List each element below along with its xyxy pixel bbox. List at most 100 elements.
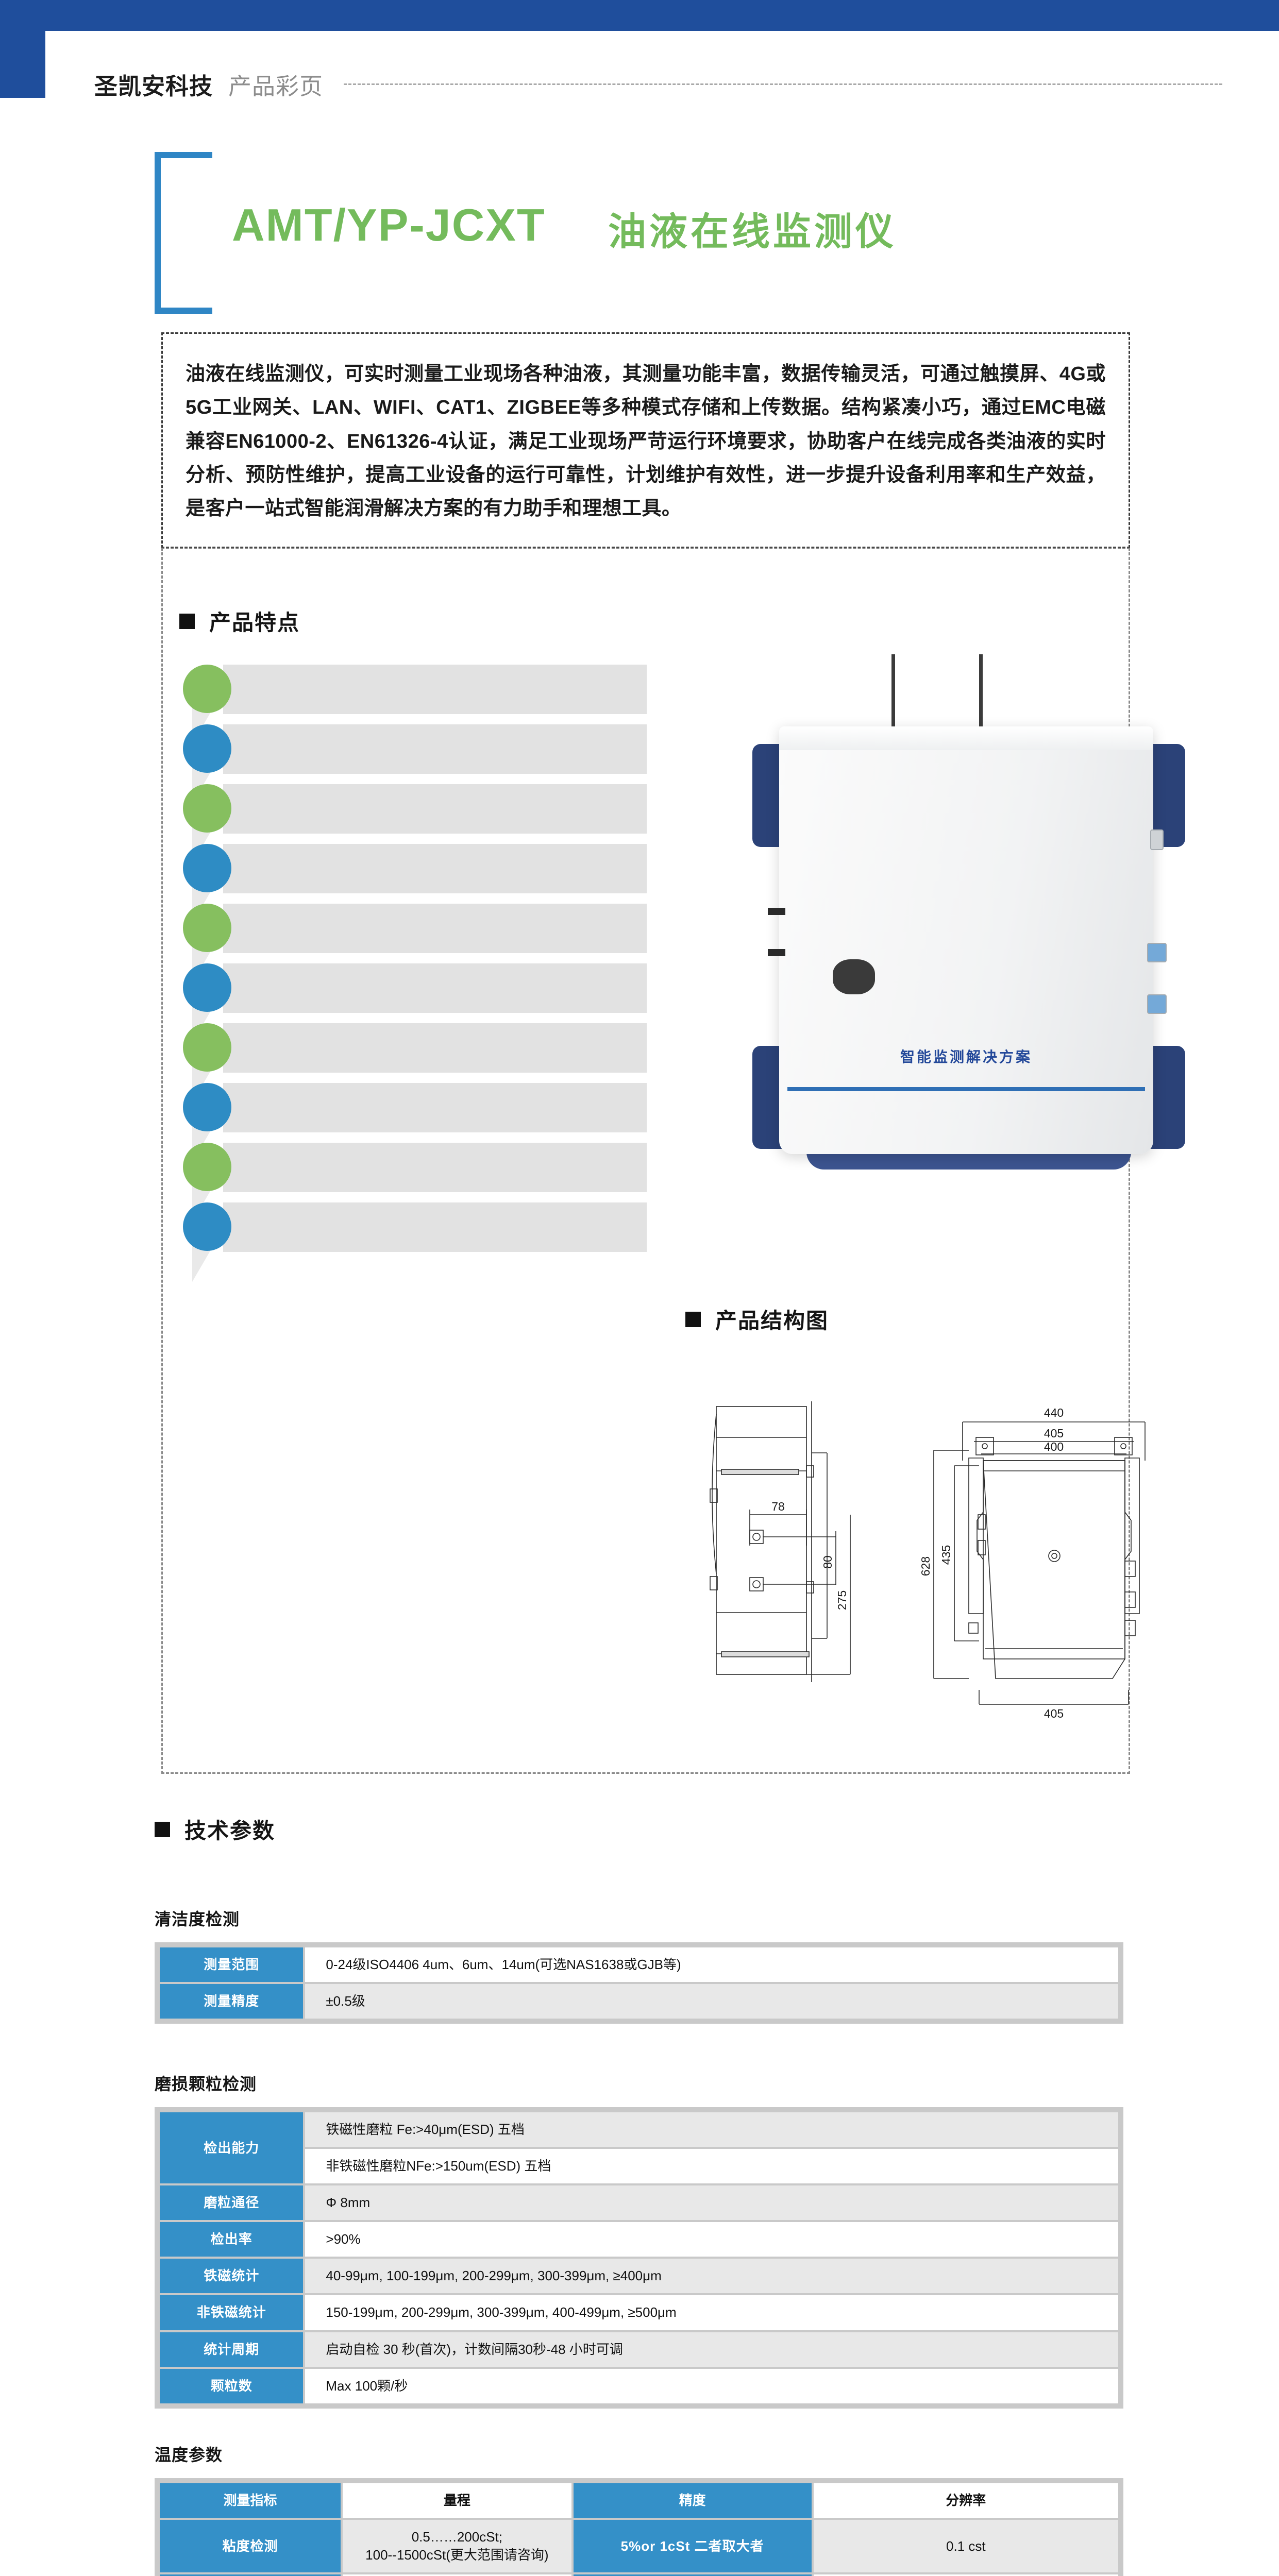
device-latch-knob	[833, 959, 875, 994]
page-header: 圣凯安科技 产品彩页	[0, 61, 1279, 107]
table-row: 检出率>90%	[160, 2222, 1118, 2257]
brand-subtitle: 产品彩页	[228, 73, 324, 99]
feature-body	[223, 844, 647, 893]
device-enclosure: 智能监测解决方案	[779, 726, 1153, 1154]
row-value: 150-199μm, 200-299μm, 300-399μm, 400-499…	[305, 2295, 1118, 2330]
feature-item	[183, 665, 647, 744]
dim-440: 440	[1044, 1406, 1064, 1419]
feature-item	[183, 963, 647, 1043]
column-header: 分辨率	[813, 2483, 1118, 2518]
table-row: 测量精度±0.5级	[160, 1984, 1118, 2019]
feature-number-badge	[183, 844, 231, 892]
column-header: 测量指标	[160, 2483, 341, 2518]
feature-number-badge	[183, 724, 231, 773]
dim-80: 80	[821, 1555, 834, 1569]
feature-number-badge	[183, 963, 231, 1012]
row-value: Φ 8mm	[305, 2185, 1118, 2221]
row-value: 0-24级ISO4406 4um、6um、14um(可选NAS1638或GJB等…	[305, 1947, 1118, 1982]
row-resolution: 0.1 kg.m3	[813, 2574, 1118, 2576]
row-value: 铁磁性磨粒 Fe:>40μm(ESD) 五档	[305, 2112, 1118, 2147]
brand-name: 圣凯安科技	[94, 73, 213, 99]
structure-drawing-svg: 440 405 400 405 78 628 435 80 275	[710, 1401, 1146, 1720]
dim-400: 400	[1044, 1440, 1064, 1453]
title-bracket-decoration	[155, 152, 337, 314]
feature-number-badge	[183, 1143, 231, 1191]
features-content-frame	[161, 548, 1130, 1774]
row-key: 检出能力	[160, 2112, 304, 2184]
feature-body	[223, 784, 647, 834]
table-row: 非铁磁性磨粒NFe:>150um(ESD) 五档	[160, 2149, 1118, 2184]
product-description-box: 油液在线监测仪，可实时测量工业现场各种油液，其测量功能丰富，数据传输灵活，可通过…	[161, 332, 1130, 548]
feature-item	[183, 1202, 647, 1282]
dim-275: 275	[835, 1590, 849, 1610]
wear-table-label: 磨损颗粒检测	[155, 2075, 257, 2093]
feature-body	[223, 1202, 647, 1252]
product-model: AMT/YP-JCXT	[232, 199, 546, 250]
dim-628: 628	[919, 1556, 932, 1576]
tech-section-heading: 技术参数	[155, 1814, 275, 1845]
table-row: 密度检测600……1250 kg.m32%or 5kg.m3 二者取大值0.1 …	[160, 2574, 1118, 2576]
table-row: 统计周期启动自检 30 秒(首次)，计数间隔30秒-48 小时可调	[160, 2332, 1118, 2367]
table-row: 检出能力铁磁性磨粒 Fe:>40μm(ESD) 五档	[160, 2112, 1118, 2184]
column-header: 精度	[573, 2483, 812, 2518]
feature-item	[183, 844, 647, 923]
feature-body	[223, 1023, 647, 1073]
dim-405-bottom: 405	[1044, 1707, 1064, 1720]
product-photo: 智能监测解决方案	[721, 654, 1226, 1231]
feature-item	[183, 1143, 647, 1222]
left-blue-block	[0, 0, 45, 98]
feature-body	[223, 1143, 647, 1192]
square-bullet-icon	[179, 613, 195, 629]
device-blue-stripe	[787, 1087, 1145, 1091]
tech-heading-label: 技术参数	[184, 1819, 276, 1843]
row-value: 启动自检 30 秒(首次)，计数间隔30秒-48 小时可调	[305, 2332, 1118, 2367]
cleanliness-table-label: 清洁度检测	[155, 1910, 240, 1928]
row-range: 600……1250 kg.m3	[343, 2574, 571, 2576]
dim-405-top: 405	[1044, 1427, 1064, 1440]
row-accuracy: 2%or 5kg.m3 二者取大值	[573, 2574, 812, 2576]
wear-table: 检出能力铁磁性磨粒 Fe:>40μm(ESD) 五档非铁磁性磨粒NFe:>150…	[158, 2110, 1120, 2405]
row-value: >90%	[305, 2222, 1118, 2257]
feature-number-badge	[183, 1083, 231, 1131]
column-header: 量程	[343, 2483, 571, 2518]
row-key: 铁磁统计	[160, 2259, 304, 2294]
row-value: ±0.5级	[305, 1984, 1118, 2019]
wear-section: 磨损颗粒检测 检出能力铁磁性磨粒 Fe:>40μm(ESD) 五档非铁磁性磨粒N…	[155, 2071, 1123, 2409]
feature-item	[183, 724, 647, 804]
device-port-outlet	[1147, 994, 1167, 1014]
structure-section-heading: 产品结构图	[685, 1303, 829, 1335]
feature-item	[183, 1023, 647, 1103]
wear-table-frame: 检出能力铁磁性磨粒 Fe:>40μm(ESD) 五档非铁磁性磨粒NFe:>150…	[155, 2107, 1123, 2409]
feature-item	[183, 904, 647, 983]
feature-body	[223, 904, 647, 953]
device-port-indicator	[1150, 829, 1164, 850]
device-valve-lower	[768, 949, 785, 956]
device-port-inlet	[1147, 943, 1167, 962]
square-bullet-icon	[155, 1821, 170, 1837]
device-faceplate-label: 智能监测解决方案	[900, 1049, 1032, 1065]
header-dashed-rule	[344, 83, 1222, 85]
row-indicator: 粘度检测	[160, 2520, 341, 2573]
antenna-icon-left	[891, 654, 895, 732]
product-description-text: 油液在线监测仪，可实时测量工业现场各种油液，其测量功能丰富，数据传输灵活，可通过…	[186, 363, 1106, 520]
feature-item	[183, 784, 647, 863]
row-accuracy: 5%or 1cSt 二者取大者	[573, 2520, 812, 2573]
device-illustration: 智能监测解决方案	[752, 726, 1185, 1190]
feature-number-badge	[183, 784, 231, 833]
feature-number-badge	[183, 665, 231, 713]
product-name: 油液在线监测仪	[608, 210, 897, 253]
feature-body	[223, 1083, 647, 1132]
row-range: 0.5……200cSt;100--1500cSt(更大范围请咨询)	[343, 2520, 571, 2573]
row-key: 测量精度	[160, 1984, 304, 2019]
row-resolution: 0.1 cst	[813, 2520, 1118, 2573]
row-value: Max 100颗/秒	[305, 2368, 1118, 2403]
